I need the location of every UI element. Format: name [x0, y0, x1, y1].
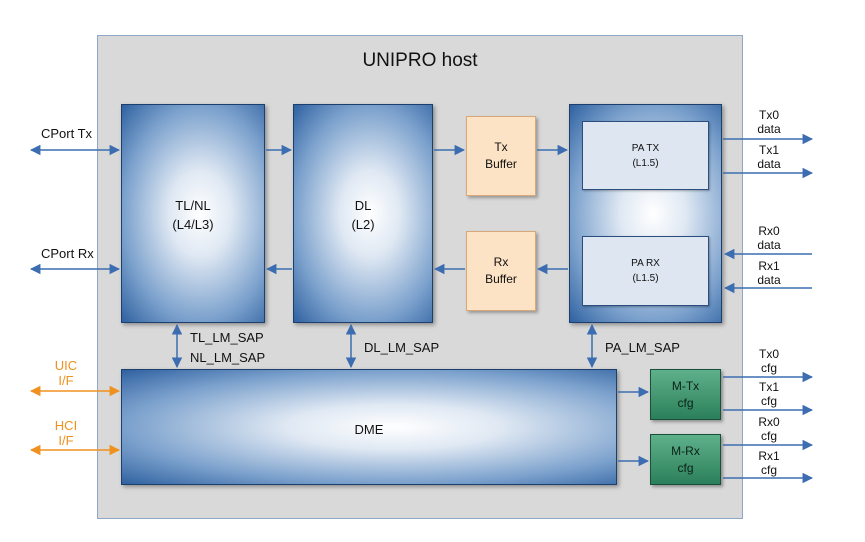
rx0-data-label: Rx0 data [749, 224, 789, 252]
rx1-cfg-line1: Rx1 [758, 449, 780, 463]
pa-tx-layer: (L1.5) [632, 157, 659, 169]
tx-buffer-block: Tx Buffer [466, 116, 536, 196]
hci-if-sub: I/F [58, 433, 74, 448]
pa-rx-block: PA RX (L1.5) [582, 236, 709, 306]
diagram-title: UNIPRO host [362, 50, 478, 71]
tl-nl-block: TL/NL (L4/L3) [121, 104, 265, 323]
pa-rx-layer: (L1.5) [632, 273, 659, 284]
rx0-cfg-label: Rx0 cfg [749, 415, 789, 443]
dme-label: DME [354, 422, 384, 437]
tx0-data-line2: data [757, 122, 781, 136]
m-tx-cfg-block: M-Tx cfg [650, 369, 721, 420]
dl-label: DL [354, 198, 372, 213]
dme-block: DME [121, 369, 617, 485]
tx-buffer-line2: Buffer [485, 157, 517, 171]
rx1-data-label: Rx1 data [749, 259, 789, 287]
hci-if-label: HCI I/F [46, 418, 86, 448]
hci-label: HCI [54, 418, 78, 433]
tx0-cfg-line1: Tx0 [758, 347, 779, 361]
tx-buffer-line1: Tx [494, 140, 508, 154]
uic-label: UIC [54, 358, 78, 373]
rx1-data-line1: Rx1 [758, 259, 780, 273]
rx-buffer-line2: Buffer [485, 272, 517, 286]
tx1-data-label: Tx1 data [749, 143, 789, 171]
tl-lm-sap-label: TL_LM_SAP [190, 330, 264, 345]
rx-buffer-line1: Rx [493, 255, 509, 269]
pa-tx-label: PA TX [631, 142, 660, 154]
tl-nl-label: TL/NL [175, 198, 211, 213]
cport-tx-label: CPort Tx [41, 126, 93, 141]
nl-lm-sap-label: NL_LM_SAP [190, 350, 266, 365]
m-rx-cfg-block: M-Rx cfg [650, 434, 721, 485]
rx1-data-line2: data [757, 273, 781, 287]
uic-if-label: UIC I/F [46, 358, 86, 388]
tx1-cfg-label: Tx1 cfg [749, 380, 789, 408]
rx-buffer-block: Rx Buffer [466, 231, 536, 311]
pa-rx-label: PA RX [631, 258, 660, 269]
tx1-data-line1: Tx1 [758, 143, 779, 157]
m-tx-cfg-label: cfg [677, 395, 694, 410]
rx0-cfg-line2: cfg [760, 429, 777, 443]
tl-nl-layer: (L4/L3) [172, 217, 214, 232]
pa-tx-block: PA TX (L1.5) [582, 121, 709, 190]
tx1-cfg-line2: cfg [760, 394, 777, 408]
tx1-cfg-line1: Tx1 [758, 380, 779, 394]
m-rx-label: M-Rx [671, 443, 700, 458]
tx0-cfg-label: Tx0 cfg [749, 347, 789, 375]
rx1-cfg-line2: cfg [760, 463, 777, 477]
rx0-cfg-line1: Rx0 [758, 415, 780, 429]
tx0-data-line1: Tx0 [758, 108, 779, 122]
cport-rx-label: CPort Rx [41, 246, 94, 261]
tx0-data-label: Tx0 data [749, 108, 789, 136]
rx1-cfg-label: Rx1 cfg [749, 449, 789, 477]
dl-block: DL (L2) [293, 104, 433, 323]
rx0-data-line2: data [757, 238, 781, 252]
dl-lm-sap-label: DL_LM_SAP [364, 340, 440, 355]
dl-layer: (L2) [351, 217, 375, 232]
m-rx-cfg-label: cfg [677, 460, 694, 475]
pa-block: PA TX (L1.5) PA RX (L1.5) [569, 104, 722, 323]
m-tx-label: M-Tx [671, 378, 700, 393]
tx1-data-line2: data [757, 157, 781, 171]
uic-if-sub: I/F [58, 373, 74, 388]
tx0-cfg-line2: cfg [760, 361, 777, 375]
pa-lm-sap-label: PA_LM_SAP [605, 340, 680, 355]
rx0-data-line1: Rx0 [758, 224, 780, 238]
